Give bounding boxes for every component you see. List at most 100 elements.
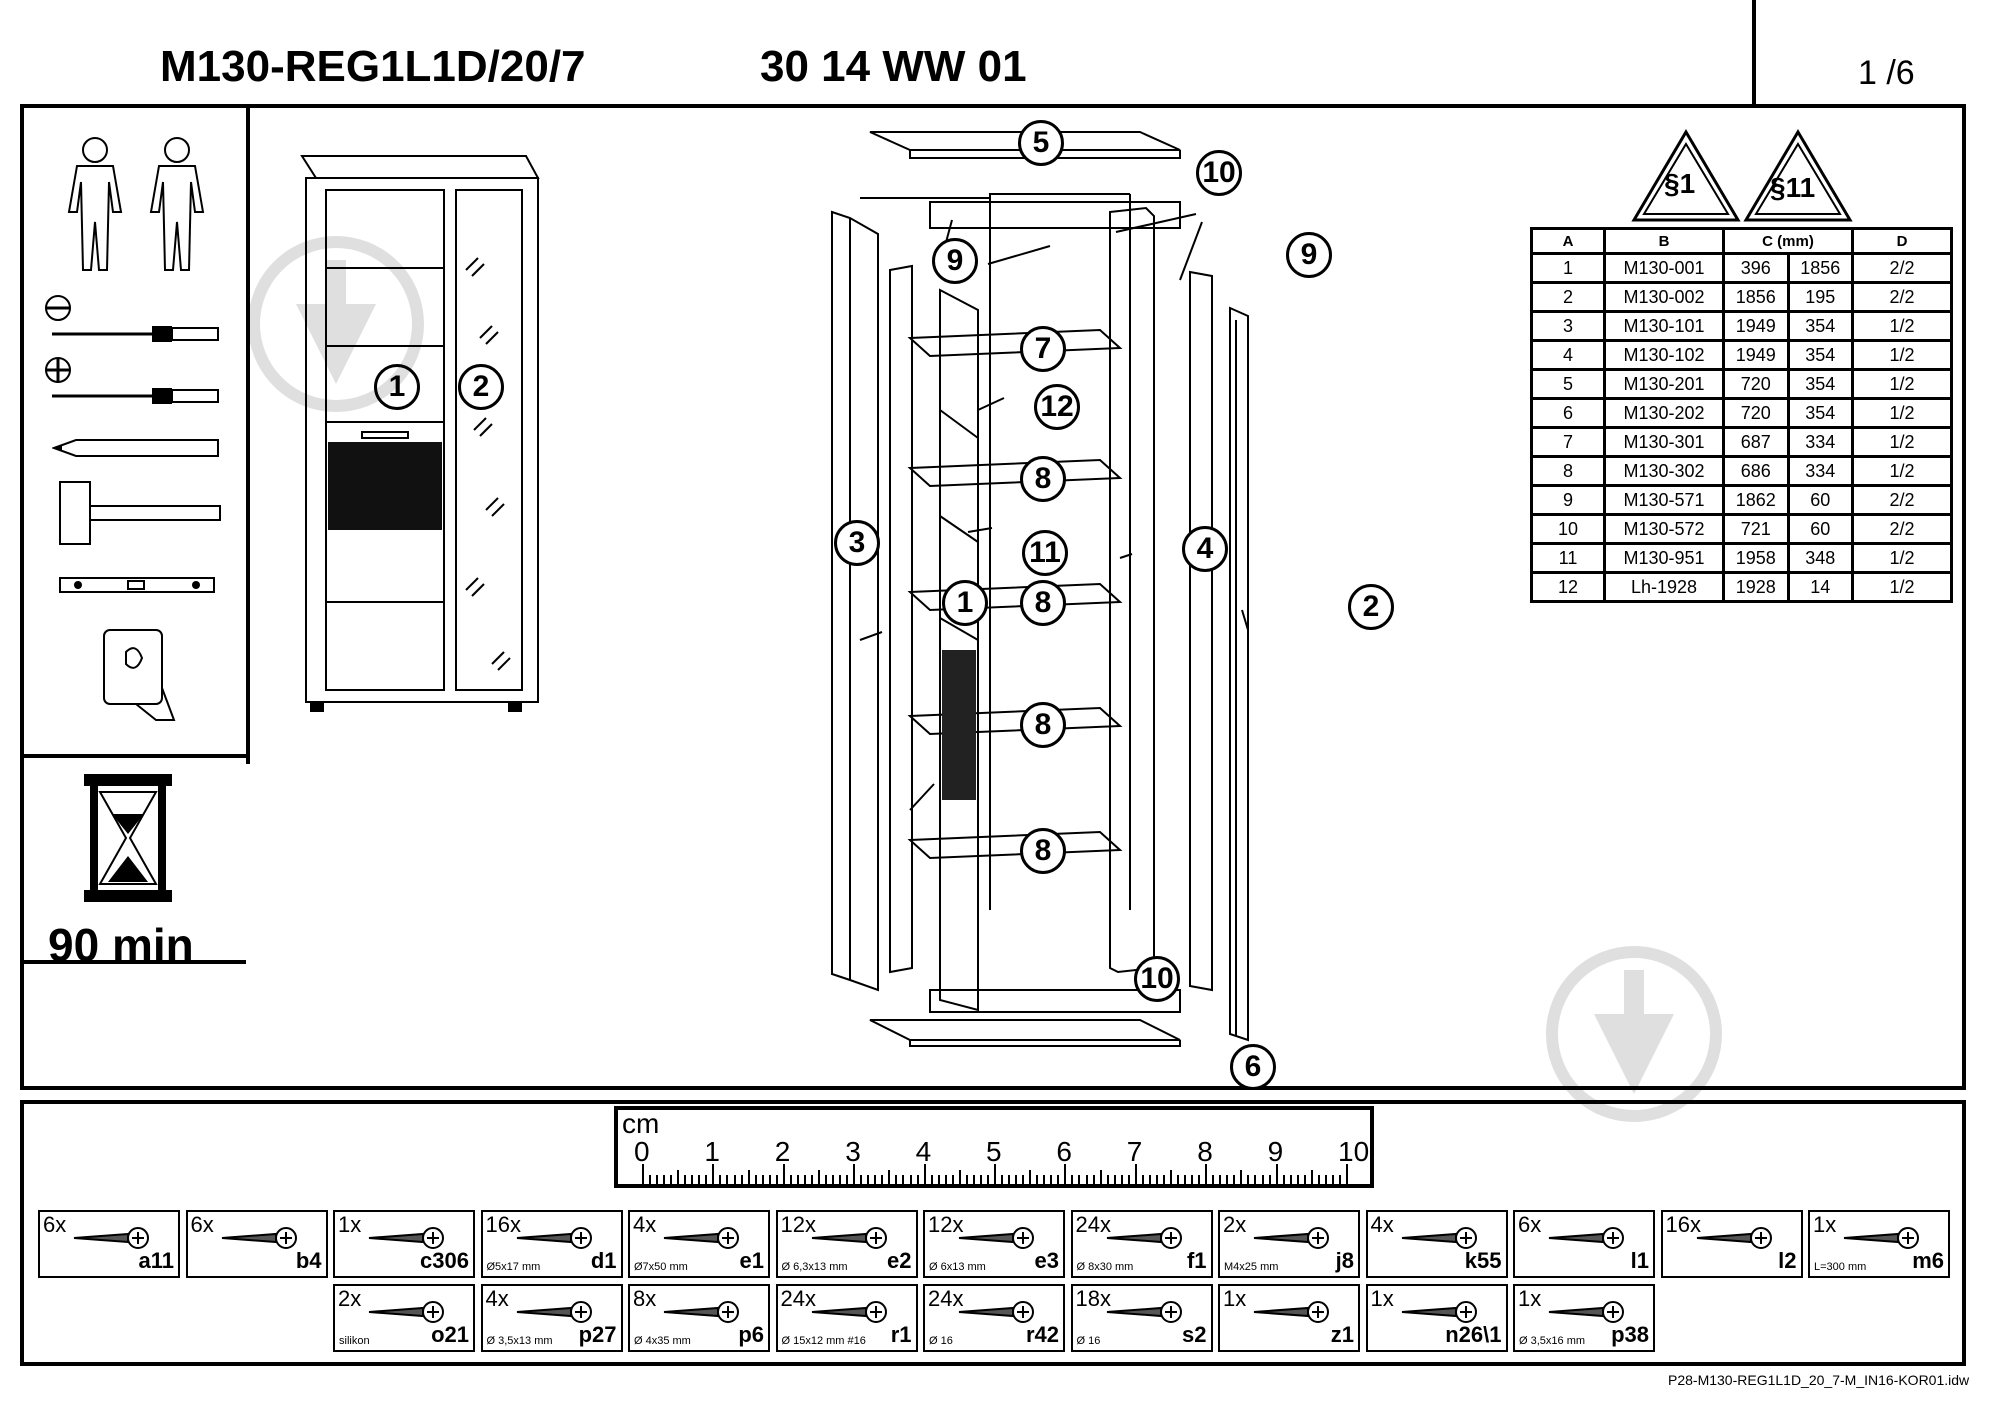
table-cell: 2/2 xyxy=(1851,513,1953,545)
ruler-tick xyxy=(1268,1175,1271,1184)
callout-10-top: 10 xyxy=(1196,150,1242,196)
callout-8-middle: 8 xyxy=(1020,580,1066,626)
ruler-label: 4 xyxy=(915,1136,932,1167)
tools-panel-border xyxy=(20,104,250,764)
hardware-code: n26\1 xyxy=(1445,1322,1502,1347)
table-cell: 1 xyxy=(1530,252,1606,284)
ruler-tick xyxy=(1057,1175,1060,1184)
ruler-label: 1 xyxy=(704,1136,720,1167)
ruler-tick xyxy=(1254,1175,1257,1184)
ruler-tick xyxy=(1078,1175,1081,1184)
ruler-tick xyxy=(860,1175,863,1184)
hardware-note: Ø 16 xyxy=(929,1335,953,1347)
callout-preview-1: 1 xyxy=(374,364,420,410)
ruler-tick xyxy=(1036,1175,1039,1184)
table-cell: 354 xyxy=(1786,339,1854,371)
hardware-code: p38 xyxy=(1611,1322,1649,1347)
table-cell: M130-102 xyxy=(1603,339,1725,371)
two-persons-icon xyxy=(67,137,205,271)
ruler-tick xyxy=(1282,1175,1285,1184)
ruler-tick xyxy=(775,1175,778,1184)
hardware-qty: 6x xyxy=(190,1212,214,1237)
table-cell: 5 xyxy=(1530,368,1606,400)
hardware-code: e2 xyxy=(887,1248,912,1273)
pencil-icon xyxy=(52,439,219,457)
hardware-note: Ø7x50 mm xyxy=(634,1261,688,1273)
ruler-tick xyxy=(803,1175,806,1184)
ruler-tick xyxy=(1240,1170,1243,1184)
ruler-tick xyxy=(782,1164,785,1184)
table-cell: M130-301 xyxy=(1603,426,1725,458)
hardware-code: m6 xyxy=(1912,1248,1944,1273)
table-cell: 1/2 xyxy=(1851,339,1953,371)
table-cell: 14 xyxy=(1786,571,1854,603)
hardware-qty: 1x xyxy=(338,1212,362,1237)
ruler-label: 0 xyxy=(634,1136,650,1167)
ruler-tick xyxy=(1064,1164,1067,1184)
table-cell: 9 xyxy=(1530,484,1606,516)
column-header-d: D xyxy=(1851,227,1953,255)
table-cell: 2/2 xyxy=(1851,281,1953,313)
ruler-tick xyxy=(930,1175,933,1184)
time-divider xyxy=(20,960,246,964)
hardware-code: e3 xyxy=(1034,1248,1059,1273)
table-cell: 1/2 xyxy=(1851,571,1953,603)
hardware-code: j8 xyxy=(1335,1248,1354,1273)
cabinet-preview xyxy=(300,155,540,712)
spirit-level-icon xyxy=(59,577,215,593)
table-cell: M130-002 xyxy=(1603,281,1725,313)
ruler-tick xyxy=(1106,1175,1109,1184)
ruler-tick xyxy=(656,1175,659,1184)
hardware-qty: 1x xyxy=(1223,1286,1247,1311)
table-cell: 334 xyxy=(1786,455,1854,487)
ruler-tick xyxy=(663,1175,666,1184)
ruler-tick xyxy=(972,1175,975,1184)
hardware-note: Ø 6x13 mm xyxy=(929,1261,986,1273)
hardware-code: k55 xyxy=(1464,1248,1502,1273)
ruler-tick xyxy=(979,1175,982,1184)
table-cell: 354 xyxy=(1786,310,1854,342)
ruler-tick xyxy=(958,1170,961,1184)
ruler-tick xyxy=(965,1175,968,1184)
ruler-tick xyxy=(1198,1175,1201,1184)
hardware-note: Ø 8x30 mm xyxy=(1076,1261,1134,1273)
hardware-code: l1 xyxy=(1630,1248,1649,1273)
ruler-tick xyxy=(832,1175,835,1184)
ruler-tick xyxy=(719,1175,722,1184)
ruler-tick xyxy=(895,1175,898,1184)
warning-1-label: §1 xyxy=(1664,168,1696,199)
ruler-tick xyxy=(733,1175,736,1184)
ruler-tick xyxy=(1120,1175,1123,1184)
ruler-tick xyxy=(1205,1164,1208,1184)
ruler-tick xyxy=(1092,1175,1095,1184)
table-header-row: A B C (mm) D xyxy=(1530,227,1953,255)
callout-preview-2: 2 xyxy=(458,364,504,410)
table-cell: 6 xyxy=(1530,397,1606,429)
warning-11-label: §11 xyxy=(1770,172,1816,203)
table-cell: 720 xyxy=(1722,397,1790,429)
ruler-tick xyxy=(1331,1175,1334,1184)
table-cell: M130-001 xyxy=(1603,252,1725,284)
table-cell: 1856 xyxy=(1786,252,1854,284)
table-cell: 1/2 xyxy=(1851,368,1953,400)
ruler-tick xyxy=(986,1175,989,1184)
